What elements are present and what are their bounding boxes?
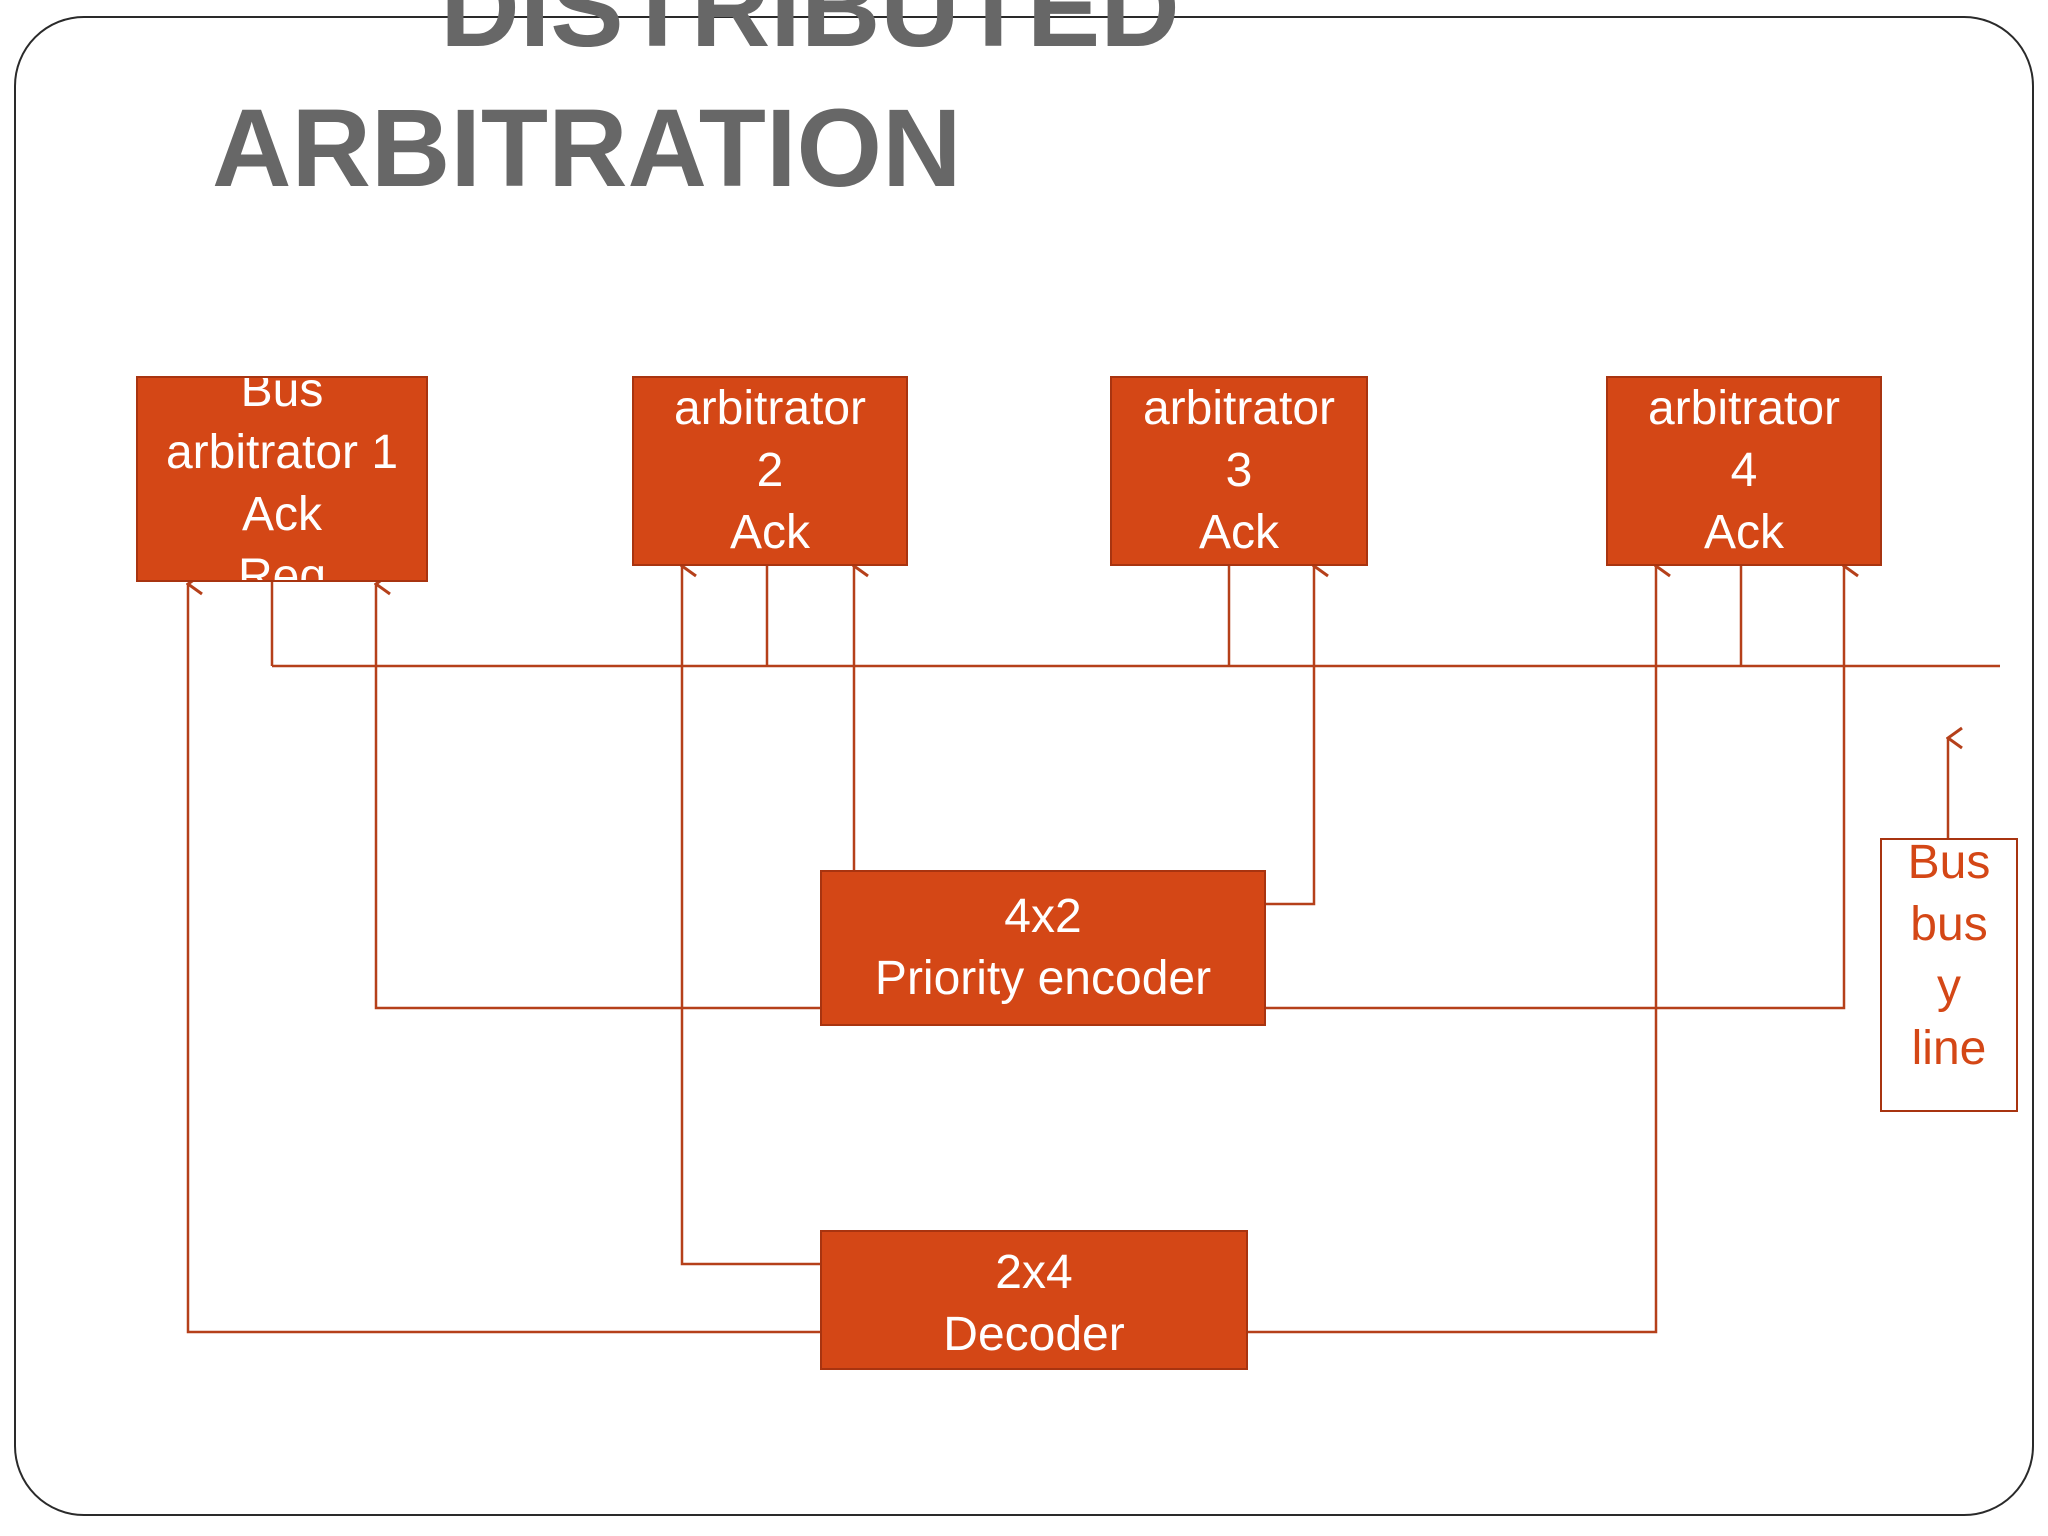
block-label-line: 3 bbox=[1225, 444, 1253, 497]
block-label-line: arbitrator bbox=[1142, 382, 1336, 435]
block-label-line: Req bbox=[237, 550, 327, 582]
arbitrator-2-block: arbitrator 2 Ack bbox=[632, 376, 908, 566]
bus-arbitrator-1-block: Bus arbitrator 1 Ack Req bbox=[136, 376, 428, 582]
block-label-line: arbitrator bbox=[673, 382, 867, 435]
encoder-to-arbitrator-1 bbox=[376, 584, 820, 1010]
bus-busy-label-line: Bus bbox=[1907, 838, 1991, 889]
decoder-to-arbitrator-1 bbox=[188, 584, 820, 1334]
block-label-line: Ack bbox=[1198, 506, 1279, 559]
encoder-to-arbitrator-3 bbox=[1266, 566, 1314, 906]
arbitrator-3-block: arbitrator 3 Ack bbox=[1110, 376, 1368, 566]
decoder-to-arbitrator-2 bbox=[682, 566, 820, 1266]
block-label-line: Ack bbox=[1703, 506, 1784, 559]
bus-busy-label-line: line bbox=[1911, 1022, 1987, 1075]
block-label-line: 2 bbox=[756, 444, 784, 497]
slide-title-line-1: DISTRIBUTED bbox=[440, 0, 1180, 70]
block-label-line: Decoder bbox=[943, 1308, 1125, 1361]
block-label-line: arbitrator 1 bbox=[165, 426, 399, 479]
decoder-to-arbitrator-4 bbox=[1248, 566, 1656, 1334]
block-label-line: Bus bbox=[240, 376, 324, 417]
block-label-line: Ack bbox=[241, 488, 322, 541]
decoder-block: 2x4 Decoder bbox=[820, 1230, 1248, 1370]
block-label-line: Priority encoder bbox=[874, 952, 1212, 1005]
block-label-line: Ack bbox=[729, 506, 810, 559]
encoder-to-arbitrator-4 bbox=[1266, 566, 1844, 1010]
slide-title-line-2: ARBITRATION bbox=[212, 87, 962, 210]
priority-encoder-block: 4x2 Priority encoder bbox=[820, 870, 1266, 1026]
block-label-line: arbitrator bbox=[1647, 382, 1841, 435]
block-label-line: 2x4 bbox=[995, 1246, 1073, 1299]
block-label-line: 4 bbox=[1730, 444, 1758, 497]
bus-busy-line-box: Bus bus y line bbox=[1880, 838, 2018, 1112]
frame-right-edge bbox=[2034, 0, 2048, 1536]
arbitrator-4-block: arbitrator 4 Ack bbox=[1606, 376, 1882, 566]
bus-busy-label-line: bus bbox=[1910, 898, 1988, 951]
bus-busy-label-line: y bbox=[1937, 960, 1961, 1013]
block-label-line: 4x2 bbox=[1004, 890, 1082, 943]
